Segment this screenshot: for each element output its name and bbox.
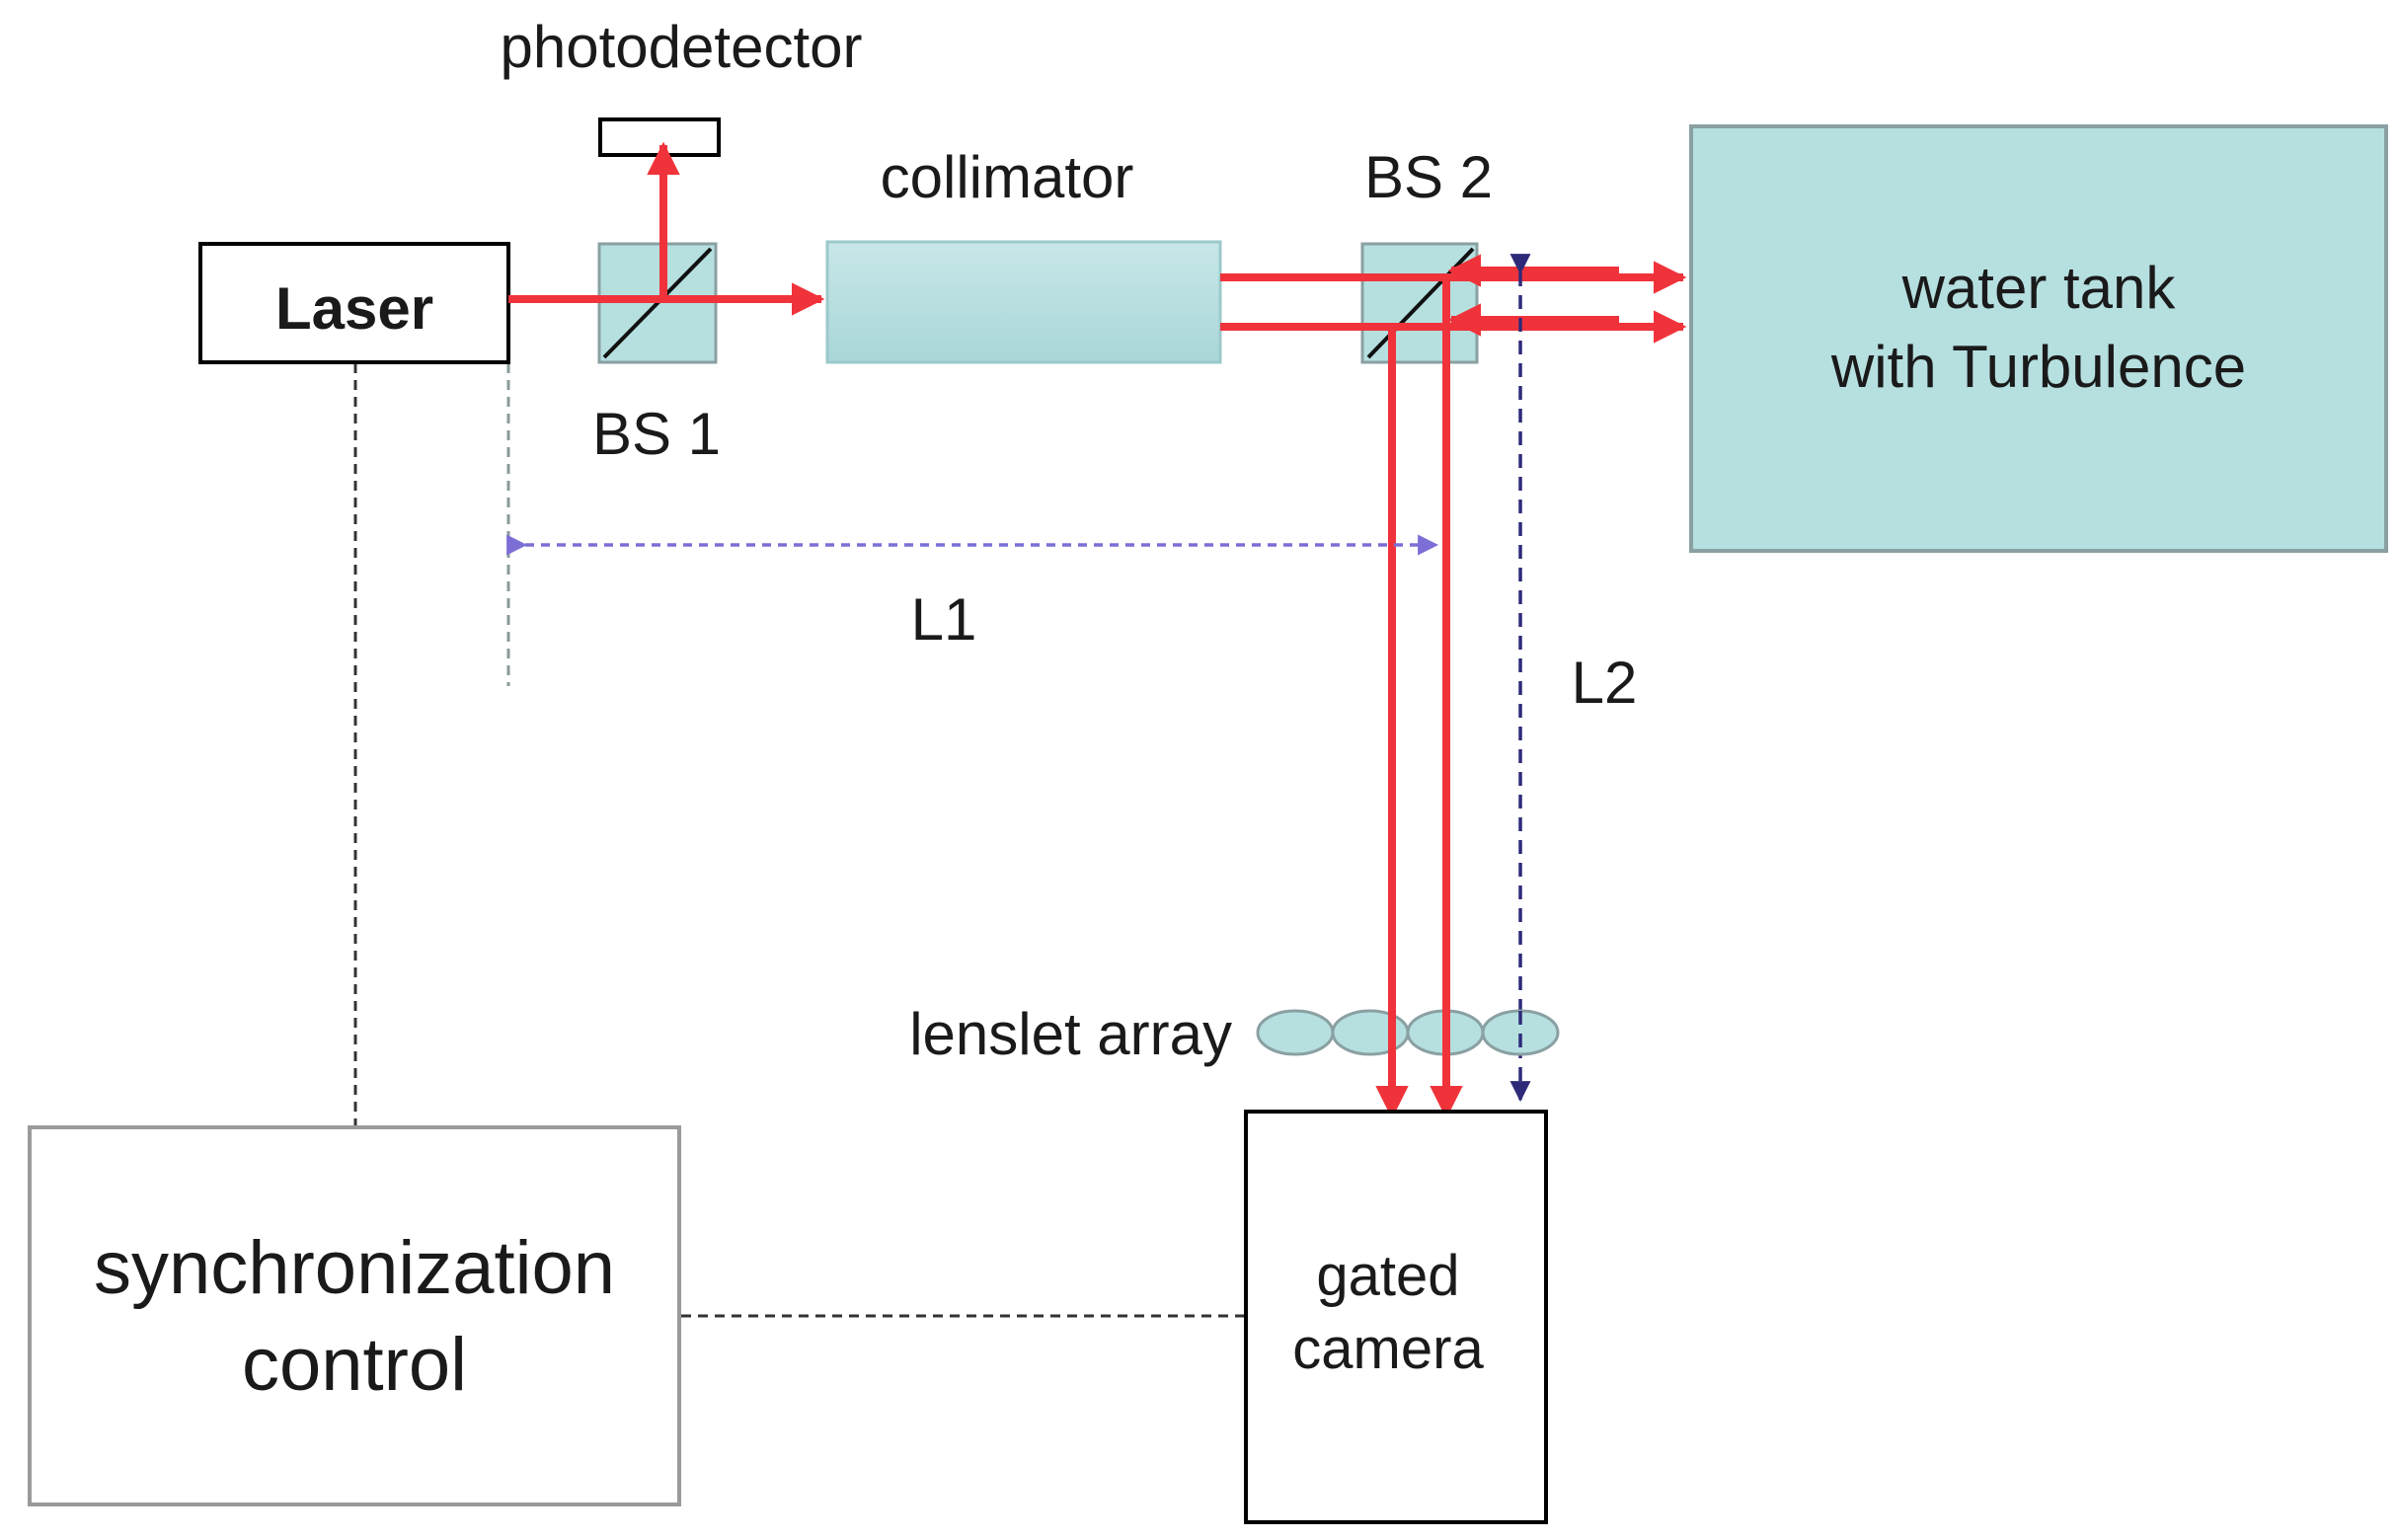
l2-label: L2 bbox=[1572, 650, 1638, 716]
lenslet-array-label: lenslet array bbox=[909, 1001, 1232, 1067]
laser-label: Laser bbox=[275, 275, 433, 342]
gated-camera-box bbox=[1244, 1110, 1548, 1524]
collimator bbox=[825, 240, 1222, 364]
camera-label-line1: gated bbox=[1316, 1244, 1459, 1308]
sync-label-line1: synchronization bbox=[94, 1226, 615, 1310]
water-tank-label-line1: water tank bbox=[1901, 255, 2177, 321]
lenslet bbox=[1331, 1009, 1410, 1056]
photodetector-box bbox=[598, 117, 721, 157]
water-tank bbox=[1689, 124, 2388, 553]
camera-label-line2: camera bbox=[1292, 1317, 1484, 1381]
photodetector-label: photodetector bbox=[501, 14, 863, 80]
lenslet-array bbox=[1256, 1009, 1560, 1056]
sync-label-line2: control bbox=[242, 1323, 467, 1407]
synchronization-control-box bbox=[28, 1125, 681, 1506]
collimator-label: collimator bbox=[881, 144, 1134, 210]
bs2-label: BS 2 bbox=[1364, 144, 1493, 210]
lenslet bbox=[1256, 1009, 1335, 1056]
l1-label: L1 bbox=[911, 586, 977, 653]
laser-beams bbox=[508, 141, 1687, 1119]
bs1-label: BS 1 bbox=[592, 401, 721, 467]
water-tank-label-line2: with Turbulence bbox=[1830, 334, 2246, 400]
